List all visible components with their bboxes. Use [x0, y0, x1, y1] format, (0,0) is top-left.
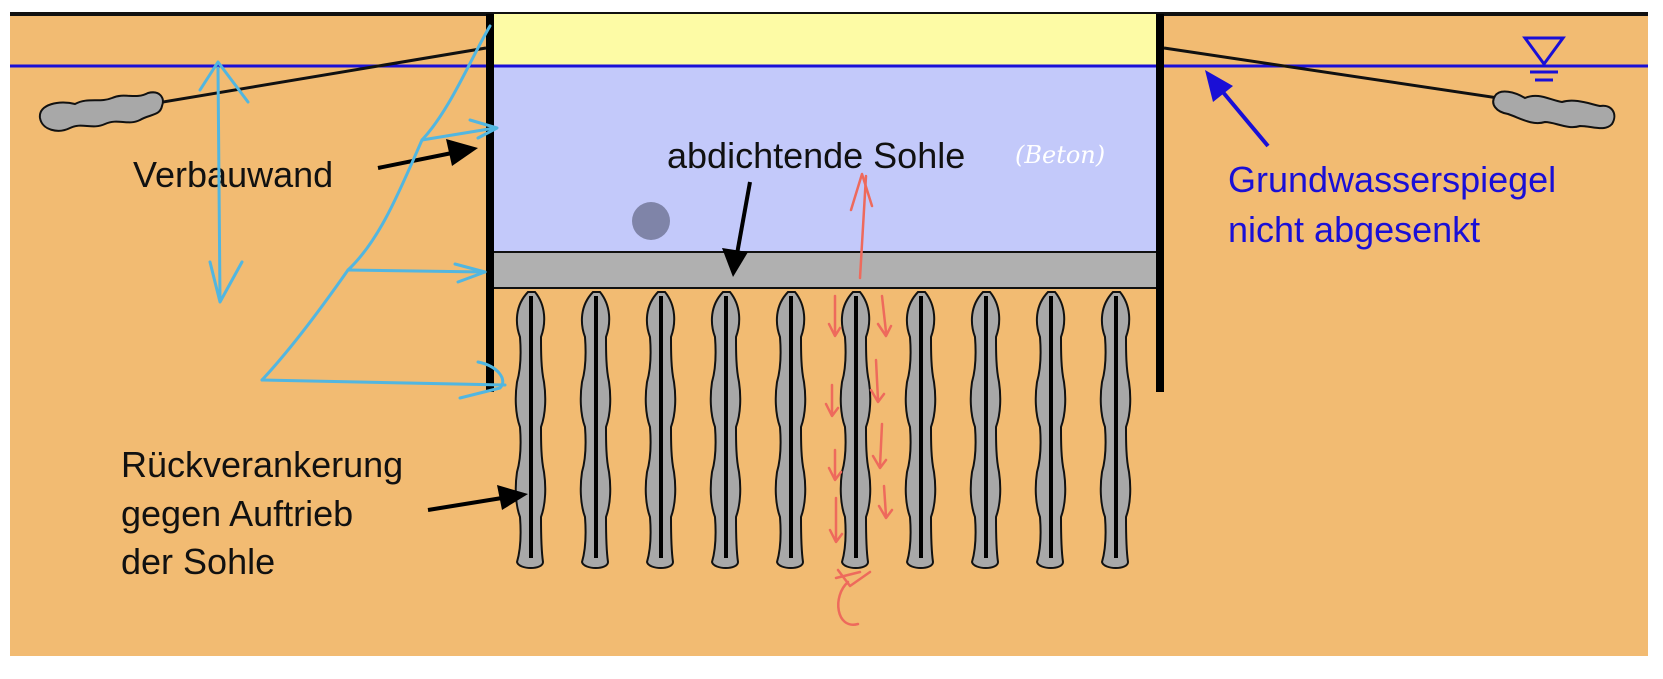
anchor-grout-body-right — [1492, 90, 1616, 130]
arrow-retaining-wall — [377, 139, 478, 170]
sketch-uplift-flow — [824, 172, 894, 626]
tension-piles — [514, 291, 1132, 569]
label-anchor-line-3: der Sohle — [121, 541, 275, 582]
label-sealing-slab-note: (Beton) — [1015, 141, 1105, 169]
pit-water-zone — [492, 66, 1159, 252]
retaining-wall-right — [1156, 14, 1164, 392]
marker-dot — [632, 202, 670, 240]
label-groundwater-line-2: nicht abgesenkt — [1228, 209, 1480, 250]
pit-dry-zone — [492, 14, 1159, 66]
label-groundwater-line-1: Grundwasserspiegel — [1228, 159, 1556, 200]
sealing-slab — [491, 251, 1160, 289]
label-retaining-wall: Verbauwand — [133, 154, 333, 195]
sketch-water-pressure — [198, 24, 507, 400]
arrow-groundwater — [1205, 70, 1270, 148]
water-level-triangle-icon — [1522, 36, 1566, 82]
arrow-anchor-piles — [427, 485, 528, 512]
label-anchor-line-2: gegen Auftrieb — [121, 493, 353, 534]
arrow-sealing-slab — [722, 181, 752, 277]
anchor-grout-body-left — [38, 91, 164, 132]
label-anchor-line-1: Rückverankerung — [121, 444, 403, 485]
retaining-wall-left — [486, 14, 494, 392]
label-sealing-slab: abdichtende Sohle — [667, 135, 965, 176]
